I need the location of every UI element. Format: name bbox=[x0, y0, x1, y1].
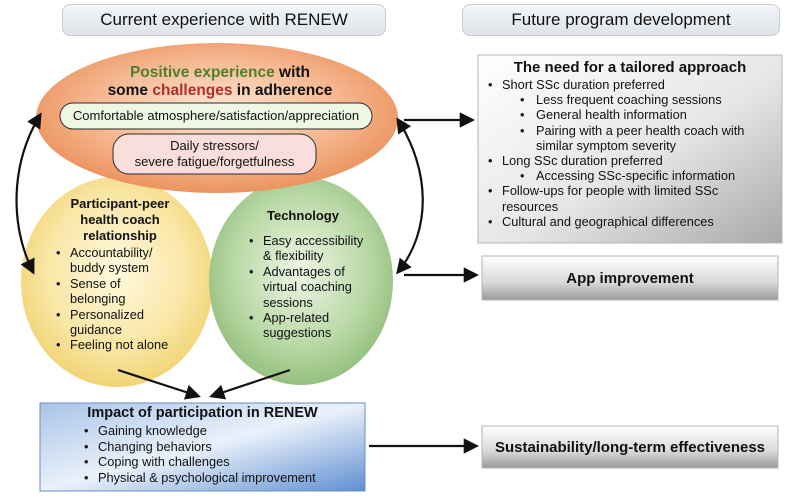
peer-circle-title: Participant-peer health coach relationsh… bbox=[45, 196, 195, 244]
positive-experience-label: Positive experience bbox=[129, 64, 275, 81]
arrow-peer-to-impact bbox=[117, 368, 201, 400]
tailored-line: Pairing with a peer health coach with bbox=[484, 123, 782, 138]
list-item: Physical & psychological improvement bbox=[84, 470, 409, 486]
impact-list: Gaining knowledge Changing behaviors Cop… bbox=[84, 423, 409, 485]
technology-list: Easy accessibility & flexibility Advanta… bbox=[249, 233, 389, 341]
sustainability-box bbox=[481, 425, 779, 469]
tailored-title: The need for a tailored approach bbox=[513, 59, 747, 76]
challenge-pill-text: Daily stressors/ severe fatigue/forgetfu… bbox=[113, 134, 316, 174]
app-improvement-box bbox=[481, 255, 779, 301]
arrow-tech-to-impact bbox=[209, 368, 291, 400]
list-item: Sense of belonging bbox=[56, 276, 206, 307]
tailored-line: Cultural and geographical differences bbox=[484, 214, 782, 229]
list-item: Accountability/ buddy system bbox=[56, 245, 206, 276]
list-item: Feeling not alone bbox=[56, 337, 206, 353]
positive-pill-shape bbox=[59, 102, 373, 130]
future-development-header: Future program development bbox=[462, 4, 780, 36]
tailored-content: The need for a tailored approach Short S… bbox=[478, 59, 782, 229]
impact-content: Impact of participation in RENEW Gaining… bbox=[40, 405, 365, 485]
list-item: App-related suggestions bbox=[249, 310, 389, 341]
ellipse-title: Positive experience with some challenges… bbox=[70, 64, 370, 100]
tailored-line: Long SSc duration preferred bbox=[484, 153, 782, 168]
peer-title-line-2: health coach bbox=[80, 212, 160, 227]
list-item: Gaining knowledge bbox=[84, 423, 409, 439]
tailored-line: Short SSc duration preferred bbox=[484, 77, 782, 92]
positive-pill-text: Comfortable atmosphere/satisfaction/appr… bbox=[72, 108, 360, 123]
tailored-line: Follow-ups for people with limited SSc bbox=[484, 183, 782, 198]
tailored-line: resources bbox=[502, 198, 559, 214]
challenge-line-1: Daily stressors/ bbox=[170, 138, 259, 153]
peer-list: Accountability/ buddy system Sense of be… bbox=[56, 245, 206, 353]
challenges-label: challenges bbox=[152, 82, 233, 99]
app-improvement-label: App improvement bbox=[566, 269, 694, 287]
left-double-arrow bbox=[15, 112, 42, 275]
peer-title-line-3: relationship bbox=[83, 228, 157, 243]
challenge-line-2: severe fatigue/forgetfulness bbox=[134, 154, 295, 169]
list-item: Easy accessibility & flexibility bbox=[249, 233, 389, 264]
challenge-pill-shape bbox=[112, 133, 317, 175]
adherence-label: in adherence bbox=[232, 82, 333, 99]
current-experience-header: Current experience with RENEW bbox=[62, 4, 386, 36]
tailored-line: similar symptom severity bbox=[536, 137, 677, 153]
sustainability-label: Sustainability/long-term effectiveness bbox=[494, 438, 766, 456]
right-double-arrow bbox=[396, 117, 424, 275]
tailored-line: Less frequent coaching sessions bbox=[484, 92, 782, 107]
list-item: Personalized guidance bbox=[56, 307, 206, 338]
some-label: some bbox=[107, 82, 153, 99]
with-label: with bbox=[274, 64, 311, 81]
impact-title: Impact of participation in RENEW bbox=[87, 405, 318, 421]
technology-title: Technology bbox=[267, 208, 339, 223]
tailored-list: Short SSc duration preferredLess frequen… bbox=[478, 77, 782, 229]
tailored-line: Accessing SSc-specific information bbox=[484, 168, 782, 183]
list-item: Advantages of virtual coaching sessions bbox=[249, 264, 389, 310]
list-item: Coping with challenges bbox=[84, 454, 409, 470]
list-item: Changing behaviors bbox=[84, 439, 409, 455]
tailored-line: General health information bbox=[484, 107, 782, 122]
peer-title-line-1: Participant-peer bbox=[70, 196, 170, 211]
